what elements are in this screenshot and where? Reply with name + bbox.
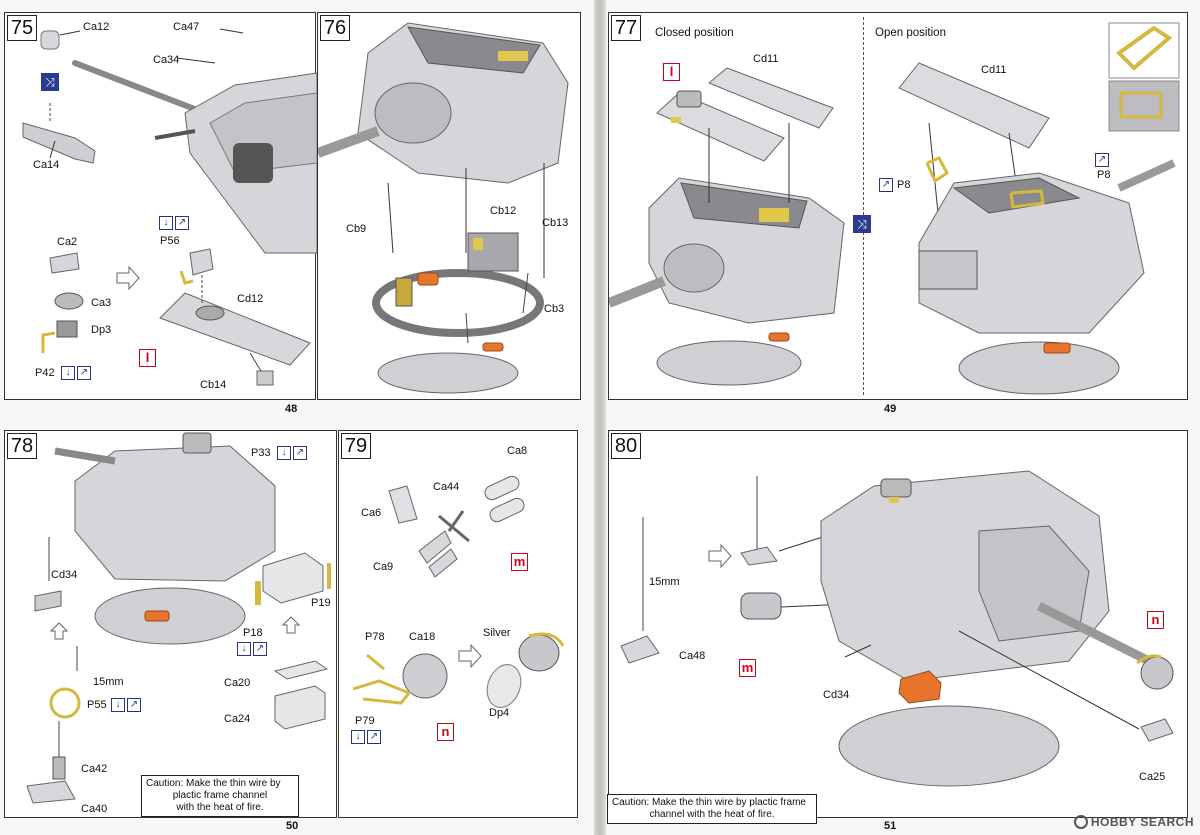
label-p8-left: P8: [897, 179, 911, 191]
step-79-panel: 79 Ca8 Ca44 Ca6 Ca9 m Silver P78 Ca18 P7…: [338, 430, 578, 818]
label-p79: P79: [355, 715, 375, 727]
step-80-number: 80: [611, 433, 641, 459]
position-divider: [863, 17, 864, 395]
step-79-number: 79: [341, 433, 371, 459]
step-75-panel: 75 Ca12 Ca47 Ca34 ⤨ Ca14 Ca2 Ca3 Dp3 P42…: [4, 12, 317, 400]
label-cd34-80: Cd34: [823, 689, 850, 701]
bend-fold-icons-p33: ↓↗: [277, 446, 307, 460]
bend-fold-icons-p56: ↓↗: [159, 216, 189, 230]
label-p56: P56: [160, 235, 180, 247]
label-cb12: Cb12: [490, 205, 517, 217]
label-p42: P42: [35, 367, 55, 379]
label-ca9: Ca9: [373, 561, 394, 573]
label-ca8: Ca8: [507, 445, 528, 457]
label-p78: P78: [365, 631, 385, 643]
page-number-50: 50: [286, 820, 299, 832]
label-ca14: Ca14: [33, 159, 60, 171]
label-cd11-open: Cd11: [981, 64, 1007, 76]
book-spine: [594, 0, 606, 835]
page-number-51: 51: [884, 820, 897, 832]
label-p33: P33: [251, 447, 271, 459]
flip-over-icon-77: ⤨: [853, 215, 871, 233]
label-dp4: Dp4: [489, 707, 510, 719]
label-ca44: Ca44: [433, 481, 460, 493]
label-ca48: Ca48: [679, 650, 706, 662]
open-position-title: Open position: [875, 27, 946, 39]
watermark-text: HOBBY SEARCH: [1090, 815, 1194, 829]
step-76-illustration: [318, 22, 569, 394]
bend-fold-icons-p79: ↓↗: [351, 730, 381, 744]
label-15mm-78: 15mm: [93, 676, 124, 688]
paint-badge-n-79: n: [437, 723, 454, 741]
paint-badge-m-80: m: [739, 659, 756, 677]
label-cd11-closed: Cd11: [753, 53, 779, 65]
label-cb13: Cb13: [542, 217, 569, 229]
step-75-illustration: [22, 28, 317, 386]
flip-over-icon: ⤨: [41, 73, 59, 91]
label-ca12: Ca12: [83, 21, 110, 33]
label-15mm-80: 15mm: [649, 576, 680, 588]
step-80-panel: 80 15mm Ca48 m Cd34 n Ca25 Caution: Make…: [607, 430, 1188, 824]
label-ca2: Ca2: [57, 236, 78, 248]
label-ca40: Ca40: [81, 803, 108, 815]
step-78-number: 78: [7, 433, 37, 459]
paint-badge-l-77: l: [663, 63, 680, 81]
label-ca6: Ca6: [361, 507, 382, 519]
hobby-search-logo-icon: [1073, 815, 1088, 829]
label-ca18: Ca18: [409, 631, 436, 643]
bend-fold-icons-p18: ↓↗: [237, 642, 267, 656]
step-79-illustration: [352, 475, 565, 708]
label-cb3: Cb3: [544, 303, 565, 315]
label-p19: P19: [311, 597, 331, 609]
step-78-illustration: [26, 432, 331, 804]
label-cb14: Cb14: [200, 379, 227, 391]
step-75-number: 75: [7, 15, 37, 41]
label-ca34: Ca34: [153, 54, 180, 66]
label-p55: P55: [87, 699, 107, 711]
label-ca25: Ca25: [1139, 771, 1166, 783]
label-cd12: Cd12: [237, 293, 264, 305]
caution-note-80: Caution: Make the thin wire by plactic f…: [607, 794, 817, 824]
label-cd34: Cd34: [51, 569, 78, 581]
watermark: HOBBY SEARCH: [1073, 815, 1194, 829]
closed-position-title: Closed position: [655, 27, 734, 39]
step-76-panel: 76 Cb9 Cb12 Cb13 Cb3: [317, 12, 581, 400]
label-ca47: Ca47: [173, 21, 200, 33]
label-p18: P18: [243, 627, 263, 639]
label-ca20: Ca20: [224, 677, 251, 689]
bend-fold-icons-p55: ↓↗: [111, 698, 141, 712]
paint-badge-l: l: [139, 349, 156, 367]
paint-badge-m-79: m: [511, 553, 528, 571]
step-80-illustration: [620, 470, 1174, 787]
page-number-49: 49: [884, 403, 897, 415]
page-number-48: 48: [285, 403, 298, 415]
label-p8-right: P8: [1097, 169, 1111, 181]
label-ca24: Ca24: [224, 713, 251, 725]
label-silver: Silver: [483, 627, 511, 639]
label-ca42: Ca42: [81, 763, 108, 775]
fold-icon-p8-left: ↗: [879, 178, 893, 192]
step-78-panel: 78 P33 ↓↗ Cd34 P19 P18 ↓↗ 15mm P55 ↓↗ Ca…: [4, 430, 337, 818]
label-dp3: Dp3: [91, 324, 112, 336]
step-77-illustration: [609, 22, 1180, 395]
step-77-number: 77: [611, 15, 641, 41]
step-76-number: 76: [320, 15, 350, 41]
fold-icon-p8-right: ↗: [1095, 153, 1109, 167]
bend-fold-icons-p42: ↓↗: [61, 366, 91, 380]
label-ca3: Ca3: [91, 297, 112, 309]
label-cb9: Cb9: [346, 223, 367, 235]
caution-note-78: Caution: Make the thin wire by plactic f…: [141, 775, 299, 817]
step-77-panel: 77 Closed position Open position Cd11 l …: [608, 12, 1188, 400]
paint-badge-n-80: n: [1147, 611, 1164, 629]
